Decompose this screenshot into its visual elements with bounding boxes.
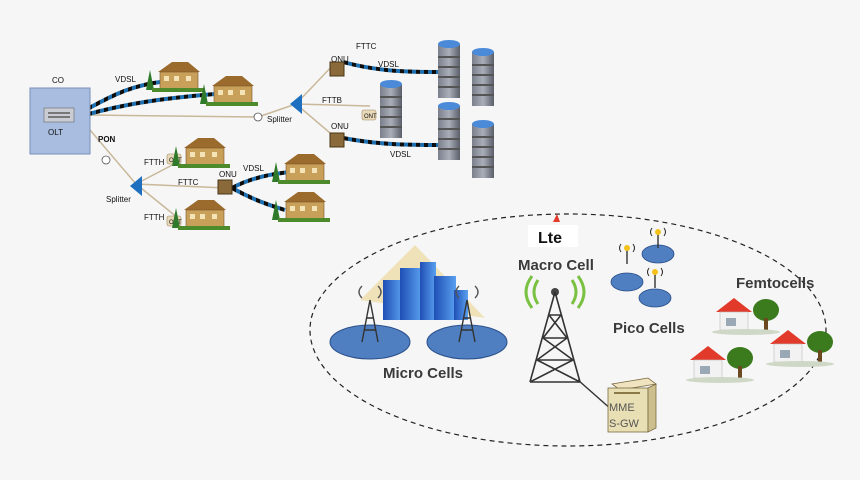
splice-icon — [101, 155, 111, 165]
onu-label-top: ONU — [331, 55, 349, 64]
splitter-icon — [290, 94, 302, 114]
fttc-label-lower: FTTC — [178, 178, 199, 187]
office-towers-top — [438, 40, 494, 106]
pon-label: PON — [98, 135, 116, 144]
femto-house-icon — [765, 329, 835, 368]
micro-cells-label: Micro Cells — [383, 365, 463, 382]
cellular-region-outline — [309, 213, 827, 447]
fiber-links — [89, 61, 371, 219]
macro-cell-group: Lte Macro Cell — [518, 214, 613, 411]
femto-house-icon — [685, 345, 755, 384]
splitter-label-bottom: Splitter — [106, 195, 131, 204]
macro-tower-icon — [529, 291, 581, 383]
mme-label: MME — [609, 402, 635, 414]
pico-antenna-icon — [646, 267, 664, 289]
office-tower-fttb — [380, 80, 402, 138]
central-office: CO OLT — [29, 76, 91, 155]
ont-label-fttb: ONT — [364, 114, 377, 120]
splice-icon — [253, 112, 263, 122]
ftth-label-lower: FTTH — [144, 213, 165, 222]
office-towers-mid — [438, 102, 494, 178]
splitter-icon — [130, 176, 142, 196]
lte-logo-text: Lte — [538, 230, 562, 247]
pico-antenna-icon — [618, 243, 636, 265]
onu-box — [217, 179, 233, 195]
pico-antenna-icon — [649, 227, 667, 249]
micro-antenna-icon — [358, 285, 479, 343]
macro-signal-icon — [524, 275, 586, 309]
fttc-label-top: FTTC — [356, 42, 377, 51]
mme-sgw-server-icon: MME S-GW — [607, 377, 657, 433]
olt-label: OLT — [48, 128, 63, 137]
ftth-label-upper: FTTH — [144, 158, 165, 167]
vdsl-label-mid: VDSL — [390, 150, 411, 159]
pico-cells-group: Pico Cells — [610, 227, 685, 337]
onu-label-lower: ONU — [219, 170, 237, 179]
lte-signal-icon — [553, 214, 560, 222]
vdsl-label-top-right: VDSL — [378, 60, 399, 69]
femtocells-group: Femtocells — [685, 275, 835, 384]
macro-cell-label: Macro Cell — [518, 257, 594, 274]
femto-house-icon — [711, 297, 781, 336]
femtocells-label: Femtocells — [736, 275, 814, 292]
fttb-label: FTTB — [322, 96, 342, 105]
sgw-label: S-GW — [609, 418, 640, 430]
onu-label-mid: ONU — [331, 122, 349, 131]
pico-cells-label: Pico Cells — [613, 320, 685, 337]
co-label: CO — [52, 76, 64, 85]
onu-box — [329, 132, 345, 148]
houses-lower-right — [271, 153, 331, 223]
onu-box — [329, 61, 345, 77]
micro-cells-group: Micro Cells — [329, 245, 508, 382]
vdsl-label-top-left: VDSL — [115, 75, 136, 84]
splitter-label-top: Splitter — [267, 115, 292, 124]
vdsl-label-lower: VDSL — [243, 164, 264, 173]
lte-logo — [528, 225, 578, 247]
city-buildings-icon — [383, 262, 468, 320]
